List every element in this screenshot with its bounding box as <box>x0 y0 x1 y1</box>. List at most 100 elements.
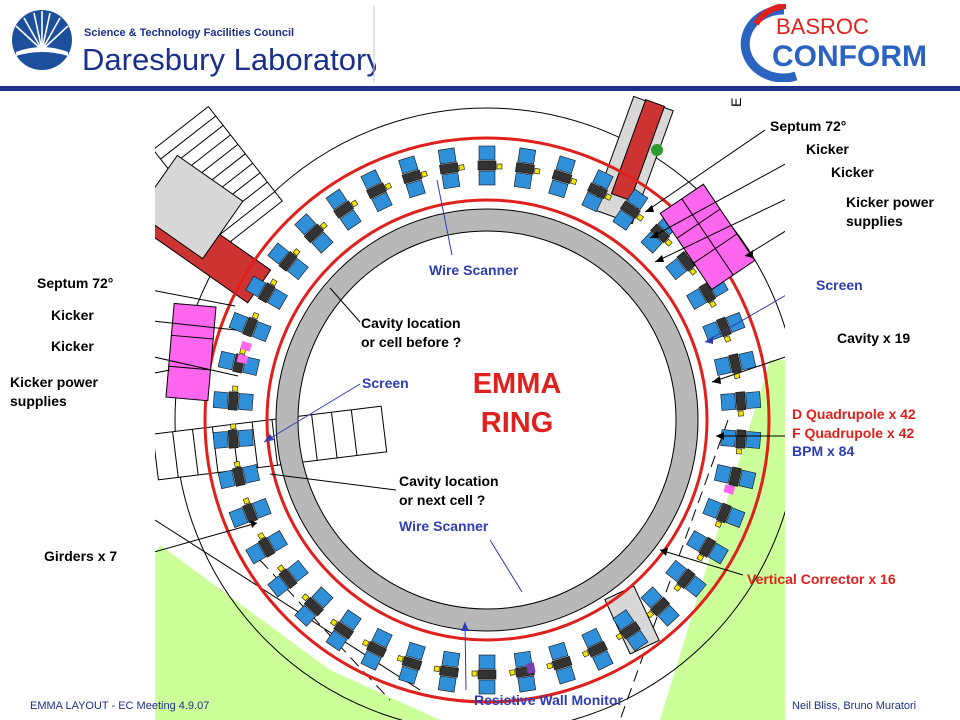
magnet-part <box>277 564 285 573</box>
label-cavity-next-2: or next cell ? <box>399 492 486 508</box>
magnet-part <box>396 655 404 663</box>
magnet-part <box>267 242 290 265</box>
magnet-part <box>581 627 603 649</box>
daresbury-logo: Science & Technology Facilities Council … <box>12 6 376 82</box>
magnet-part <box>665 559 688 582</box>
magnet-part <box>478 679 496 695</box>
magnet-cell <box>267 559 309 598</box>
magnet-part <box>650 596 671 617</box>
kicker-power-supplies-left <box>165 302 217 402</box>
magnet-part <box>251 498 272 519</box>
ring-outer-edge <box>203 136 771 704</box>
magnet-part <box>735 448 742 455</box>
magnet-part <box>212 431 229 449</box>
outer-wall-circle <box>174 107 785 720</box>
magnet-part <box>371 191 393 213</box>
magnet-part <box>548 641 569 661</box>
magnet-part <box>496 163 503 170</box>
magnet-part <box>509 669 516 676</box>
magnet-part <box>232 466 246 487</box>
magnet-part <box>673 583 682 592</box>
magnet-part <box>581 650 590 658</box>
magnet-cell <box>325 609 362 652</box>
diagnostic-mark <box>723 484 736 495</box>
magnet-part <box>657 604 680 627</box>
magnet-part <box>686 530 708 552</box>
magnet-part <box>251 321 272 342</box>
magnet-part <box>439 162 459 175</box>
magnet-cell <box>509 650 537 693</box>
magnet-part <box>292 248 301 257</box>
magnet-part <box>398 665 419 685</box>
magnet-part <box>405 641 426 661</box>
magnet-part <box>716 316 732 338</box>
magnet-part <box>245 275 267 298</box>
magnet-part <box>303 596 324 617</box>
magnet-cell <box>471 654 497 695</box>
magnet-part <box>698 536 717 558</box>
magnet-part <box>237 393 254 411</box>
magnet-cell <box>713 464 757 492</box>
magnet-cell <box>294 586 334 627</box>
label-wire-scanner-top: Wire Scanner <box>429 262 519 278</box>
magnet-part <box>735 429 747 449</box>
magnet-cell <box>228 497 272 528</box>
label-kicker-ps-left-2: supplies <box>10 393 67 409</box>
magnet-cell <box>360 169 393 213</box>
label-resistive-wall-monitor: Resistive Wall Monitor <box>474 692 623 708</box>
magnet-part <box>227 429 239 449</box>
magnet-cell <box>212 385 254 411</box>
magnet-cell <box>477 145 503 186</box>
label-girders: Girders x 7 <box>44 548 118 564</box>
magnet-part <box>237 429 254 447</box>
magnet-part <box>242 497 251 505</box>
magnet-part <box>311 231 334 254</box>
magnet-part <box>676 251 696 272</box>
label-kicker-ps-right-2: supplies <box>846 213 903 229</box>
magnet-part <box>339 209 362 231</box>
magnet-part <box>311 586 334 609</box>
magnet-part <box>619 200 641 219</box>
callout-lines <box>155 129 785 691</box>
magnet-part <box>517 147 537 165</box>
magnet-part <box>267 575 290 598</box>
magnet-part <box>360 650 382 671</box>
magnet-part <box>437 675 457 693</box>
magnet-part <box>339 609 362 631</box>
magnet-part <box>278 251 298 272</box>
callout-arrowheads <box>250 205 753 631</box>
magnet-cell <box>228 312 272 342</box>
magnet-part <box>257 536 276 558</box>
magnet-part <box>257 532 266 540</box>
magnet-cell <box>702 312 746 343</box>
magnet-cell <box>612 609 649 652</box>
magnet-part <box>286 258 309 281</box>
magnet-cell <box>640 586 680 627</box>
label-d-quadrupole: D Quadrupole x 42 <box>792 406 916 422</box>
magnet-part <box>242 464 261 484</box>
magnet-part <box>619 621 641 640</box>
magnet-cell <box>294 213 334 254</box>
magnet-part <box>233 460 241 468</box>
label-kicker-ps-right-1: Kicker power <box>846 194 934 210</box>
magnet-cell <box>713 350 757 380</box>
magnet-part <box>723 335 732 343</box>
magnet-cell <box>548 155 578 199</box>
magnet-part <box>626 188 649 211</box>
magnet-part <box>478 170 496 186</box>
magnet-part <box>441 650 461 668</box>
magnet-part <box>230 423 237 430</box>
magnet-part <box>737 410 744 417</box>
magnet-part <box>702 498 723 519</box>
magnet-part <box>551 169 573 185</box>
magnet-part <box>420 170 428 178</box>
label-screen-right: Screen <box>816 277 863 293</box>
daresbury-sunburst-icon <box>12 10 72 70</box>
magnet-part <box>515 162 535 175</box>
magnet-part <box>212 391 229 409</box>
magnet-part <box>702 321 723 342</box>
stfc-name: Science & Technology Facilities Council <box>84 27 294 39</box>
magnet-part <box>333 621 355 640</box>
label-cavity-before-2: or cell before ? <box>361 334 462 350</box>
magnet-part <box>646 610 655 619</box>
